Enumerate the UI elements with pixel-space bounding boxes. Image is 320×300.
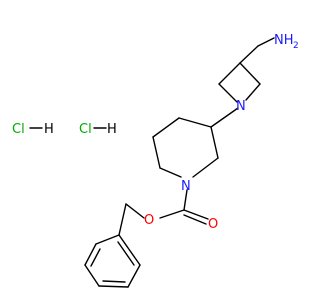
bond-ph-4 [98, 285, 129, 288]
bond-ph-1 [95, 234, 120, 245]
bond-pip-6 [159, 167, 182, 178]
bond-ch2-phenyl [118, 203, 127, 236]
amine-n-subscript: 2 [293, 41, 299, 51]
ester-o-label: O [144, 213, 154, 228]
bond-ph-inner-3 [117, 241, 135, 266]
bond-c-o-double-1 [183, 209, 209, 220]
carbonyl-o-label: O [208, 217, 218, 232]
bond-ph-inner-1 [90, 248, 101, 267]
salt-1-h: H [44, 122, 54, 137]
bond-o-ch2 [125, 203, 145, 219]
amine-n-label: NH [274, 33, 294, 48]
salt-1-cl: Cl [12, 122, 25, 137]
bond-ph-2 [84, 243, 97, 266]
salt-2-cl: Cl [79, 122, 92, 137]
bond-azetidine-1 [218, 62, 241, 85]
bond-azetidine-4 [245, 83, 261, 101]
bond-ph-inner-2 [102, 280, 126, 283]
molecule-structure: NH 2 N N O O Cl H Cl H [12, 33, 299, 288]
bond-ph-3 [84, 264, 100, 287]
bond-pip-4 [210, 126, 219, 159]
bond-pip-3 [152, 136, 161, 169]
bond-c-o-double-2 [183, 214, 207, 225]
bond-ph-5 [127, 264, 141, 288]
bond-n-piperidine [210, 107, 239, 128]
bond-n-carbonyl [183, 189, 188, 211]
bond-azetidine-ch2 [239, 45, 259, 64]
bond-azetidine-3 [218, 83, 238, 103]
azetidine-n-label: N [236, 99, 246, 114]
bond-pip-1 [178, 117, 212, 128]
salt-2-h: H [107, 122, 117, 137]
bond-c-o-single [159, 209, 185, 219]
bond-pip-5 [192, 157, 219, 178]
bond-ph-6 [118, 234, 141, 266]
bond-azetidine-2 [239, 62, 261, 85]
atom-labels: NH 2 N N O O Cl H Cl H [12, 33, 299, 232]
bond-pip-2 [152, 117, 180, 138]
bond-lines [29, 37, 275, 288]
bond-ch2-nh2 [257, 37, 275, 47]
piperidine-n-label: N [181, 179, 191, 194]
